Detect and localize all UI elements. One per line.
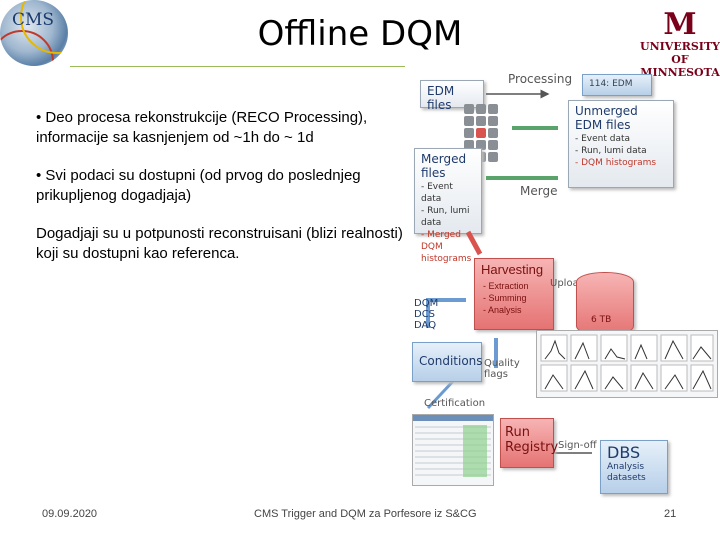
signoff-label: Sign-off xyxy=(558,440,597,451)
source-item: DAQ xyxy=(414,320,438,331)
harvesting-box: Harvesting - Extraction - Summing - Anal… xyxy=(474,258,554,330)
run-registry-label: Run Registry xyxy=(501,419,553,461)
slide-title: Offline DQM xyxy=(0,14,720,54)
histogram-thumbnails xyxy=(536,330,718,398)
title-underline xyxy=(70,66,405,67)
run-registry-screenshot xyxy=(412,414,494,486)
source-item: DCS xyxy=(414,309,438,320)
bullet-list: • Deo procesa rekonstrukcije (RECO Proce… xyxy=(36,108,406,282)
dbs-box: DBS Analysis datasets xyxy=(600,440,668,494)
bullet-2: • Svi podaci su dostupni (od prvog do po… xyxy=(36,166,406,206)
quality-flags-label: Quality flags xyxy=(484,358,524,380)
dbs-sub: Analysis datasets xyxy=(601,462,667,484)
certification-label: Certification xyxy=(424,398,485,409)
harvesting-item: - Summing xyxy=(475,292,553,304)
conditions-label: Conditions xyxy=(413,343,481,379)
source-item: DQM xyxy=(414,298,438,309)
storage-cylinder: 6 TB xyxy=(576,272,634,336)
harvesting-title: Harvesting xyxy=(475,259,553,280)
harvesting-item: - Extraction xyxy=(475,280,553,292)
source-list: DQM DCS DAQ xyxy=(414,298,438,331)
dqm-diagram: Processing EDM files 114: EDM Unmerged E… xyxy=(408,68,720,500)
harvesting-item: - Analysis xyxy=(475,304,553,316)
bullet-1: • Deo procesa rekonstrukcije (RECO Proce… xyxy=(36,108,406,148)
footer-page-number: 21 xyxy=(664,508,676,520)
run-registry-box: Run Registry xyxy=(500,418,554,468)
conditions-box: Conditions xyxy=(412,342,482,382)
bullet-3: Dogadjaji su u potpunosti reconstruisani… xyxy=(36,224,406,264)
footer-center: CMS Trigger and DQM za Porfesore iz S&CG xyxy=(254,508,477,520)
footer-date: 09.09.2020 xyxy=(42,508,97,520)
storage-label: 6 TB xyxy=(591,315,611,325)
dbs-title: DBS xyxy=(601,441,667,462)
